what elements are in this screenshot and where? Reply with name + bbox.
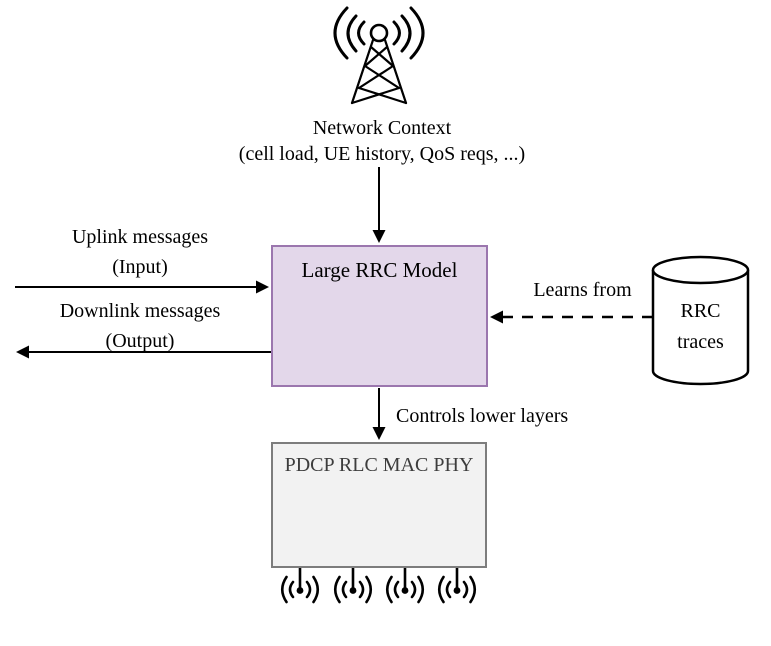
- uplink-label: Uplink messages (Input): [10, 222, 270, 282]
- controls-lower-layers-text: Controls lower layers: [396, 405, 569, 427]
- downlink-label-line2: (Output): [105, 330, 175, 352]
- lower-layers-box: PDCP RLC MAC PHY: [271, 442, 487, 568]
- radio-signal-icon-2: [333, 566, 373, 604]
- radio-signal-icon-4: [437, 566, 477, 604]
- downlink-label: Downlink messages (Output): [10, 296, 270, 356]
- cell-tower-icon: [333, 6, 425, 105]
- network-context-detail: (cell load, UE history, QoS reqs, ...): [238, 143, 526, 165]
- lower-layers-list: PDCP RLC MAC PHY: [273, 451, 485, 479]
- uplink-label-line2: (Input): [112, 256, 168, 278]
- large-rrc-model-box: Large RRC Model: [271, 245, 488, 387]
- network-context-arrow: [372, 167, 386, 243]
- uplink-label-line1: Uplink messages: [71, 226, 209, 248]
- rrc-traces-line1: RRC: [680, 300, 721, 322]
- layer-mac: MAC: [382, 454, 429, 476]
- layer-phy: PHY: [433, 454, 474, 476]
- layer-rlc: RLC: [338, 454, 378, 476]
- controls-lower-layers-label: Controls lower layers: [396, 401, 616, 431]
- learns-from-text: Learns from: [533, 279, 632, 301]
- rrc-traces-label: RRC traces: [653, 296, 748, 358]
- downlink-arrow: [16, 345, 271, 359]
- radio-signal-icon-1: [280, 566, 320, 604]
- network-context-label: Network Context (cell load, UE history, …: [192, 115, 572, 167]
- layer-pdcp: PDCP: [284, 454, 334, 476]
- rrc-traces-line2: traces: [677, 331, 724, 353]
- large-rrc-model-title: Large RRC Model: [301, 258, 458, 282]
- database-cylinder-icon: [651, 255, 750, 386]
- controls-arrow: [372, 388, 386, 440]
- radio-signal-icon-3: [385, 566, 425, 604]
- uplink-arrow: [15, 280, 269, 294]
- network-context-title: Network Context: [312, 117, 452, 139]
- downlink-label-line1: Downlink messages: [59, 300, 221, 322]
- radio-signal-icons: [280, 566, 477, 604]
- learns-from-arrow: [490, 310, 653, 324]
- learns-from-label: Learns from: [505, 275, 660, 305]
